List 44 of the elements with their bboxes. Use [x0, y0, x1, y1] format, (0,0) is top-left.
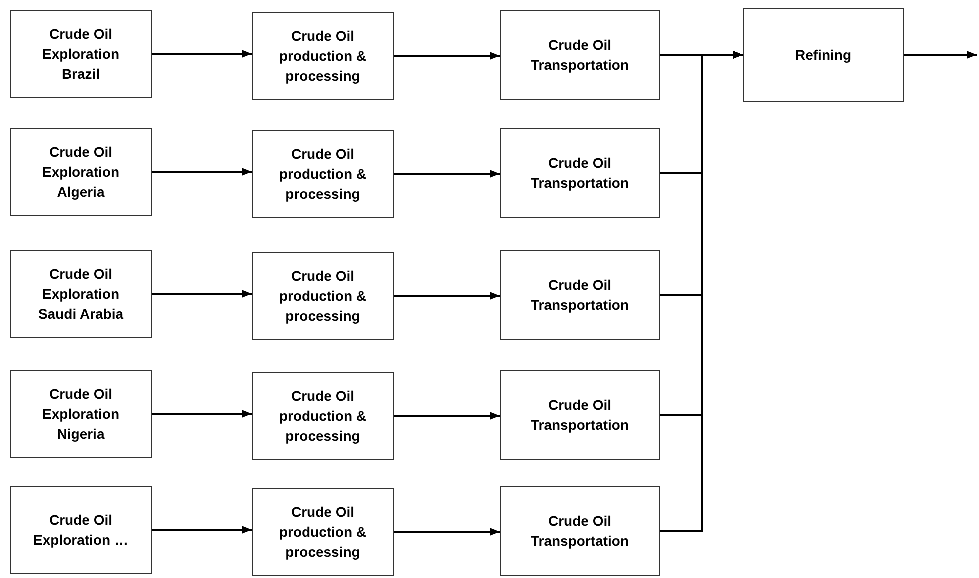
process-box	[500, 128, 660, 218]
process-box	[252, 130, 394, 218]
arrow	[152, 410, 252, 418]
box-label: Crude Oil Transportation	[530, 512, 630, 551]
box-label: Crude Oil production & processing	[278, 387, 368, 446]
arrow	[394, 170, 500, 178]
arrow	[394, 412, 500, 420]
process-box	[10, 250, 152, 338]
process-box	[500, 250, 660, 340]
box-label: Crude Oil Transportation	[530, 276, 630, 315]
process-box	[500, 370, 660, 460]
process-box	[252, 488, 394, 576]
process-box	[252, 252, 394, 340]
arrow	[152, 50, 252, 58]
arrow	[904, 51, 977, 59]
box-label: Crude Oil Exploration Saudi Arabia	[37, 265, 125, 324]
box-label: Crude Oil production & processing	[278, 145, 368, 204]
box-label: Crude Oil Exploration Algeria	[41, 143, 120, 202]
arrow	[152, 290, 252, 298]
process-box	[252, 12, 394, 100]
process-box	[10, 128, 152, 216]
box-label: Crude Oil Exploration …	[33, 511, 129, 550]
box-label: Crude Oil Exploration Brazil	[41, 25, 120, 84]
process-box	[252, 372, 394, 460]
box-label: Crude Oil Exploration Nigeria	[41, 385, 120, 444]
box-label: Crude Oil production & processing	[278, 27, 368, 86]
process-box	[10, 486, 152, 574]
process-box	[743, 8, 904, 102]
box-label: Crude Oil production & processing	[278, 503, 368, 562]
arrow	[394, 52, 500, 60]
process-box	[10, 10, 152, 98]
arrow	[660, 51, 743, 532]
arrow	[394, 528, 500, 536]
arrow	[152, 168, 252, 176]
process-box	[500, 10, 660, 100]
arrow	[152, 526, 252, 534]
process-box	[10, 370, 152, 458]
box-label: Refining	[796, 46, 852, 65]
process-box	[500, 486, 660, 576]
box-label: Crude Oil Transportation	[530, 154, 630, 193]
box-label: Crude Oil Transportation	[530, 36, 630, 75]
box-label: Crude Oil Transportation	[530, 396, 630, 435]
arrow	[394, 292, 500, 300]
box-label: Crude Oil production & processing	[278, 267, 368, 326]
